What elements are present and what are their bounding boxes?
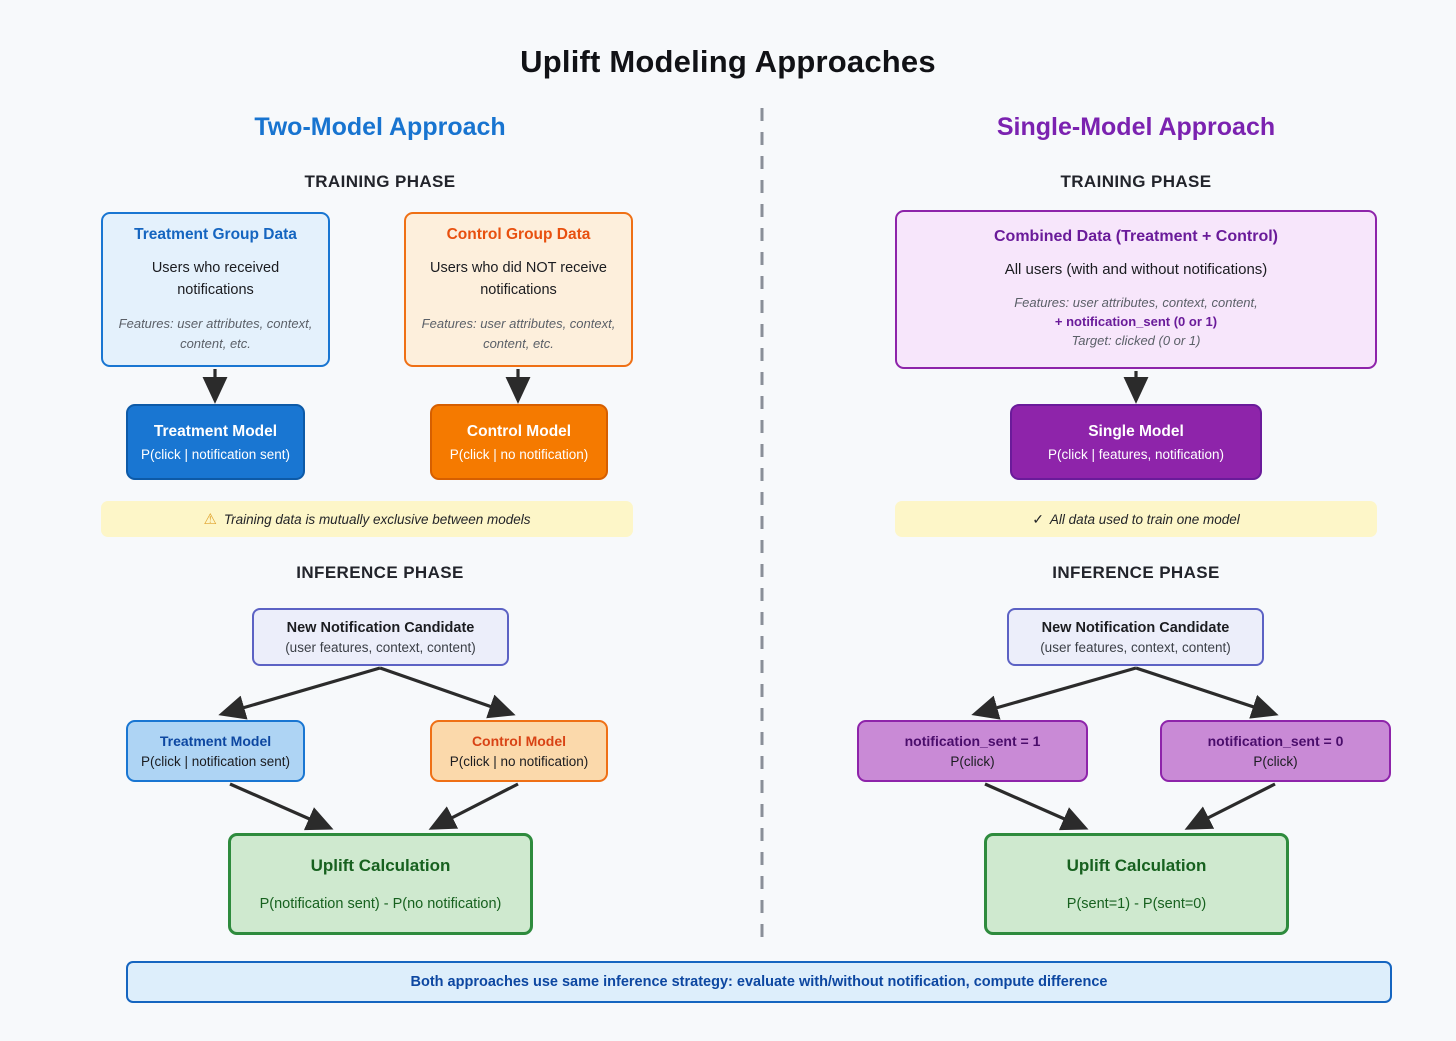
control-model-training-box[interactable]: Control Model P(click | no notification)	[430, 404, 608, 480]
treatment-model-inference-formula: P(click | notification sent)	[140, 754, 291, 769]
treatment-group-data-box[interactable]: Treatment Group Data Users who received …	[101, 212, 330, 367]
right-note-text: All data used to train one model	[1049, 511, 1240, 527]
right-candidate-heading: New Notification Candidate	[1041, 619, 1230, 636]
left-note-text: Training data is mutually exclusive betw…	[223, 511, 531, 527]
left-candidate-subtext: (user features, context, content)	[285, 639, 476, 655]
left-uplift-formula: P(notification sent) - P(no notification…	[259, 896, 502, 912]
treatment-model-inference-box[interactable]: Treatment Model P(click | notification s…	[126, 720, 305, 782]
right-uplift-calculation-box[interactable]: Uplift Calculation P(sent=1) - P(sent=0)	[984, 833, 1289, 935]
warning-icon: ⚠	[203, 511, 217, 528]
arrow-candidate-to-treatment-model	[218, 666, 381, 720]
right-training-phase-label: TRAINING PHASE	[1060, 172, 1212, 191]
control-group-data-box[interactable]: Control Group Data Users who did NOT rec…	[404, 212, 633, 367]
right-uplift-formula: P(sent=1) - P(sent=0)	[1066, 896, 1207, 912]
arrow-sent-zero-to-uplift	[1184, 782, 1276, 830]
page-title: Uplift Modeling Approaches	[520, 44, 936, 79]
control-model-training-heading: Control Model	[466, 422, 572, 440]
combined-data-features-line1: Features: user attributes, context, cont…	[1014, 295, 1258, 311]
left-note-banner: ⚠ Training data is mutually exclusive be…	[101, 501, 633, 537]
control-model-inference-heading: Control Model	[471, 733, 567, 749]
left-training-phase-label: TRAINING PHASE	[304, 172, 456, 191]
treatment-group-data-heading: Treatment Group Data	[134, 225, 297, 243]
control-model-training-formula: P(click | no notification)	[449, 446, 589, 462]
treatment-model-training-box[interactable]: Treatment Model P(click | notification s…	[126, 404, 305, 480]
combined-data-features: Features: user attributes, context, cont…	[1014, 294, 1258, 351]
arrow-sent-one-to-uplift	[984, 782, 1089, 831]
arrow-candidate-to-sent-one	[971, 666, 1137, 720]
control-group-data-body: Users who did NOT receive notifications	[429, 259, 608, 298]
combined-data-body: All users (with and without notification…	[1004, 260, 1268, 278]
left-uplift-calculation-box[interactable]: Uplift Calculation P(notification sent) …	[228, 833, 533, 935]
single-model-training-formula: P(click | features, notification)	[1047, 446, 1225, 462]
left-new-notification-candidate-box[interactable]: New Notification Candidate (user feature…	[252, 608, 509, 666]
control-model-inference-formula: P(click | no notification)	[449, 754, 589, 769]
treatment-model-training-formula: P(click | notification sent)	[140, 446, 291, 462]
notification-sent-one-box[interactable]: notification_sent = 1 P(click)	[857, 720, 1088, 782]
control-model-inference-box[interactable]: Control Model P(click | no notification)	[430, 720, 608, 782]
left-uplift-heading: Uplift Calculation	[310, 856, 451, 875]
notification-sent-zero-box[interactable]: notification_sent = 0 P(click)	[1160, 720, 1391, 782]
combined-data-features-line3: Target: clicked (0 or 1)	[1071, 333, 1201, 349]
control-group-data-heading: Control Group Data	[446, 225, 591, 243]
check-icon: ✓	[1032, 510, 1044, 527]
notification-sent-zero-heading: notification_sent = 0	[1207, 733, 1344, 749]
right-column-title: Single-Model Approach	[996, 113, 1276, 141]
right-note-banner: ✓ All data used to train one model	[895, 501, 1377, 537]
left-candidate-heading: New Notification Candidate	[286, 619, 475, 636]
footer-summary-banner: Both approaches use same inference strat…	[126, 961, 1392, 1003]
combined-data-heading: Combined Data (Treatment + Control)	[993, 227, 1279, 245]
right-candidate-subtext: (user features, context, content)	[1040, 639, 1231, 655]
right-new-notification-candidate-box[interactable]: New Notification Candidate (user feature…	[1007, 608, 1264, 666]
combined-data-features-line2: + notification_sent (0 or 1)	[1054, 314, 1218, 330]
arrow-control-model-to-uplift	[428, 782, 519, 830]
single-model-training-box[interactable]: Single Model P(click | features, notific…	[1010, 404, 1262, 480]
notification-sent-zero-formula: P(click)	[1253, 754, 1298, 769]
notification-sent-one-heading: notification_sent = 1	[904, 733, 1041, 749]
control-group-data-features: Features: user attributes, context, cont…	[421, 316, 616, 351]
combined-data-box[interactable]: Combined Data (Treatment + Control) All …	[895, 210, 1377, 369]
left-inference-phase-label: INFERENCE PHASE	[296, 563, 464, 582]
right-uplift-heading: Uplift Calculation	[1066, 856, 1207, 875]
arrow-candidate-to-control-model	[379, 666, 516, 719]
treatment-model-training-heading: Treatment Model	[153, 422, 278, 440]
arrow-treatment-model-to-uplift	[229, 782, 334, 831]
arrow-candidate-to-sent-zero	[1135, 666, 1279, 719]
treatment-model-inference-heading: Treatment Model	[159, 733, 272, 749]
notification-sent-one-formula: P(click)	[950, 754, 995, 769]
single-model-training-heading: Single Model	[1088, 422, 1184, 440]
footer-summary-text: Both approaches use same inference strat…	[410, 974, 1108, 990]
left-column-title: Two-Model Approach	[254, 113, 506, 141]
treatment-group-data-body: Users who received notifications	[151, 259, 280, 298]
treatment-group-data-features: Features: user attributes, context, cont…	[118, 316, 313, 351]
right-inference-phase-label: INFERENCE PHASE	[1052, 563, 1220, 582]
